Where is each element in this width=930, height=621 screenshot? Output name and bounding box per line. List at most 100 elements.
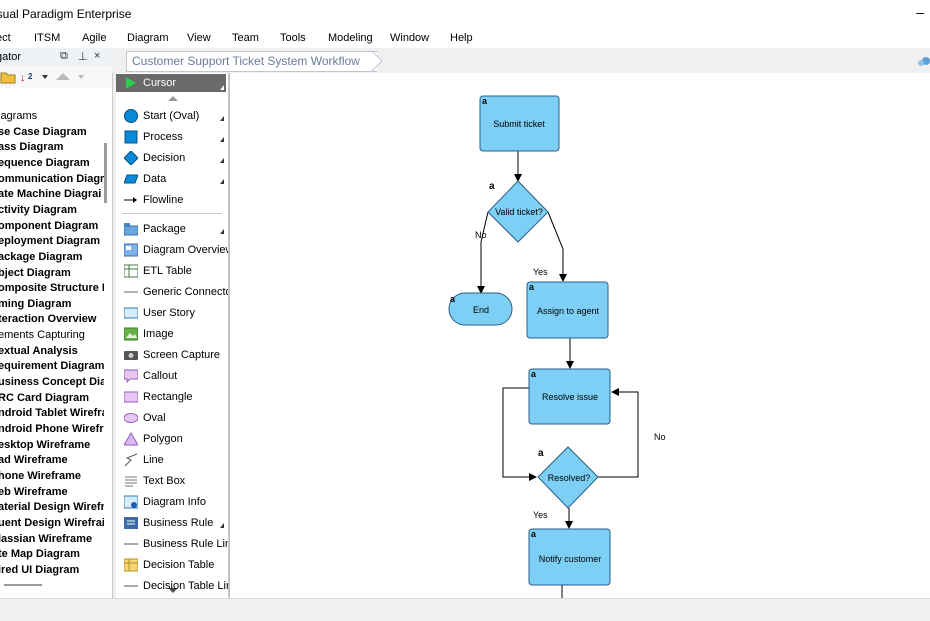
node-end[interactable]: End a — [448, 292, 513, 326]
palette-item-oval[interactable]: Oval — [116, 408, 226, 428]
menu-window[interactable]: Window — [390, 32, 430, 44]
open-folder-icon[interactable] — [0, 69, 16, 85]
edge-resolved-no-to-resolve[interactable] — [598, 388, 639, 478]
navigator-tree-item[interactable]: ming Diagram — [0, 297, 72, 310]
sort-icon[interactable]: ↓ 2 — [20, 69, 38, 85]
palette-item-process[interactable]: Process — [116, 127, 226, 147]
close-panel-icon[interactable]: × — [94, 50, 101, 62]
navigator-tree-item[interactable]: equence Diagram — [0, 156, 90, 169]
palette-item-line[interactable]: Line — [116, 450, 226, 470]
navigator-tree-item[interactable]: eb Wireframe — [0, 485, 68, 498]
minimize-button[interactable]: – — [916, 4, 924, 20]
scroll-down-arrow-icon[interactable] — [168, 587, 178, 595]
navigator-tree-item[interactable]: iagrams — [0, 110, 38, 122]
expand-arrow-icon[interactable] — [220, 229, 224, 234]
palette-item-decision-table-link[interactable]: Decision Table Link — [116, 576, 228, 596]
node-notify-customer[interactable]: Notify customer a — [528, 528, 611, 586]
menu-tools[interactable]: Tools — [280, 32, 306, 44]
node-valid-ticket-decision[interactable]: Valid ticket? a — [487, 180, 549, 243]
palette-item-decision[interactable]: Decision — [116, 148, 226, 168]
navigator-tree-item[interactable]: omponent Diagram — [0, 219, 99, 232]
edge-resolve-to-resolved[interactable] — [502, 387, 537, 481]
navigator-tree-item[interactable]: ements Capturing — [0, 329, 85, 342]
menu-itsm[interactable]: ITSM — [34, 32, 61, 44]
node-marker: a — [538, 448, 544, 459]
navigator-horizontal-scrollbar[interactable] — [4, 584, 42, 586]
expand-arrow-icon[interactable] — [220, 179, 224, 184]
pin-panel-icon[interactable]: ⊥ — [78, 51, 88, 63]
navigator-tree-item[interactable]: esktop Wireframe — [0, 438, 91, 451]
up-level-icon[interactable] — [55, 70, 71, 84]
navigator-tree-item[interactable]: ackage Diagram — [0, 250, 83, 263]
expand-arrow-icon[interactable] — [220, 158, 224, 163]
palette-item-polygon[interactable]: Polygon — [116, 429, 226, 449]
menu-modeling[interactable]: Modeling — [328, 32, 373, 44]
node-submit-ticket[interactable]: Submit ticket a — [479, 95, 560, 152]
float-panel-icon[interactable]: ⧉ — [60, 50, 68, 62]
diagram-tab[interactable]: Customer Support Ticket System Workflow — [126, 51, 377, 72]
node-resolved-decision[interactable]: Resolved? a — [537, 446, 599, 509]
palette-item-diagram-overview[interactable]: Diagram Overview — [116, 240, 228, 260]
diagram-options-icon[interactable] — [917, 52, 930, 68]
palette-item-etl-table[interactable]: ETL Table — [116, 261, 226, 281]
node-resolve-issue[interactable]: Resolve issue a — [528, 368, 611, 425]
navigator-tree-item[interactable]: ndroid Tablet Wirefra — [0, 407, 104, 420]
diagram-canvas[interactable]: Submit ticket a Valid ticket? a End a As… — [229, 73, 930, 598]
navigator-tree-item[interactable]: te Map Diagram — [0, 548, 80, 561]
navigator-tree-item[interactable]: usiness Concept Diag — [0, 376, 104, 389]
navigator-tree-item[interactable]: hone Wireframe — [0, 469, 82, 482]
palette-item-data[interactable]: Data — [116, 169, 226, 189]
navigator-tree-item[interactable]: extual Analysis — [0, 344, 78, 357]
edge-valid-yes-to-assign[interactable] — [547, 211, 567, 282]
navigator-tree-item[interactable]: se Case Diagram — [0, 125, 87, 138]
navigator-tree-item[interactable]: omposite Structure D — [0, 282, 104, 295]
palette-item-start-oval-[interactable]: Start (Oval) — [116, 106, 226, 126]
navigator-tree-item[interactable]: bject Diagram — [0, 266, 71, 279]
menu-project[interactable]: ect — [0, 32, 11, 44]
palette-item-generic-connector[interactable]: Generic Connector — [116, 282, 228, 302]
dropdown-arrow-icon[interactable] — [78, 75, 86, 81]
palette-item-image[interactable]: Image — [116, 324, 226, 344]
palette-item-business-rule-link[interactable]: Business Rule Link — [116, 534, 228, 554]
navigator-tree-item[interactable]: ndroid Phone Wirefra — [0, 423, 104, 435]
palette-item-package[interactable]: Package — [116, 219, 226, 239]
navigator-tree-item[interactable]: eployment Diagram — [0, 235, 101, 248]
palette-item-user-story[interactable]: User Story — [116, 303, 226, 323]
palette-item-flowline[interactable]: Flowline — [116, 190, 226, 210]
palette-item-text-box[interactable]: Text Box — [116, 471, 226, 491]
navigator-tree-item[interactable]: teraction Overview — [0, 313, 97, 326]
navigator-tree-item[interactable]: ad Wireframe — [0, 454, 68, 467]
navigator-tree-item[interactable]: equirement Diagram — [0, 360, 104, 373]
navigator-scrollbar[interactable] — [104, 143, 107, 203]
expand-arrow-icon[interactable] — [220, 137, 224, 142]
node-assign-to-agent[interactable]: Assign to agent a — [526, 281, 609, 339]
palette-item-business-rule[interactable]: Business Rule — [116, 513, 226, 533]
navigator-tree-item[interactable]: ate Machine Diagrai — [0, 188, 102, 201]
diagram-tab-title: Customer Support Ticket System Workflow — [132, 54, 360, 68]
palette-item-callout[interactable]: Callout — [116, 366, 226, 386]
menu-view[interactable]: View — [187, 32, 211, 44]
menu-help[interactable]: Help — [450, 32, 473, 44]
scroll-up-arrow-icon[interactable] — [168, 95, 178, 103]
navigator-tree-item[interactable]: lassian Wireframe — [0, 532, 93, 545]
polygon-icon — [124, 432, 138, 446]
menu-agile[interactable]: Agile — [82, 32, 107, 44]
dropdown-arrow-icon[interactable] — [42, 75, 50, 81]
navigator-tree-item[interactable]: ass Diagram — [0, 141, 64, 154]
palette-item-screen-capture[interactable]: Screen Capture — [116, 345, 226, 365]
menu-diagram[interactable]: Diagram — [127, 32, 169, 44]
expand-arrow-icon[interactable] — [220, 523, 224, 528]
navigator-tree-item[interactable]: RC Card Diagram — [0, 391, 90, 404]
expand-arrow-icon[interactable] — [220, 116, 224, 121]
navigator-tree-item[interactable]: ired UI Diagram — [0, 563, 80, 576]
palette-cursor[interactable]: Cursor — [116, 74, 226, 92]
menu-team[interactable]: Team — [232, 32, 259, 44]
palette-item-rectangle[interactable]: Rectangle — [116, 387, 226, 407]
palette-item-diagram-info[interactable]: Diagram Info — [116, 492, 226, 512]
palette-item-decision-table[interactable]: Decision Table — [116, 555, 226, 575]
navigator-tree-item[interactable]: ommunication Diagra — [0, 172, 104, 185]
navigator-tree-item[interactable]: ctivity Diagram — [0, 203, 77, 216]
navigator-tree-item[interactable]: aterial Design Wirefr — [0, 501, 104, 514]
edge-valid-no-to-end[interactable] — [477, 211, 489, 294]
navigator-tree-item[interactable]: uent Design Wirefrai — [0, 516, 104, 529]
